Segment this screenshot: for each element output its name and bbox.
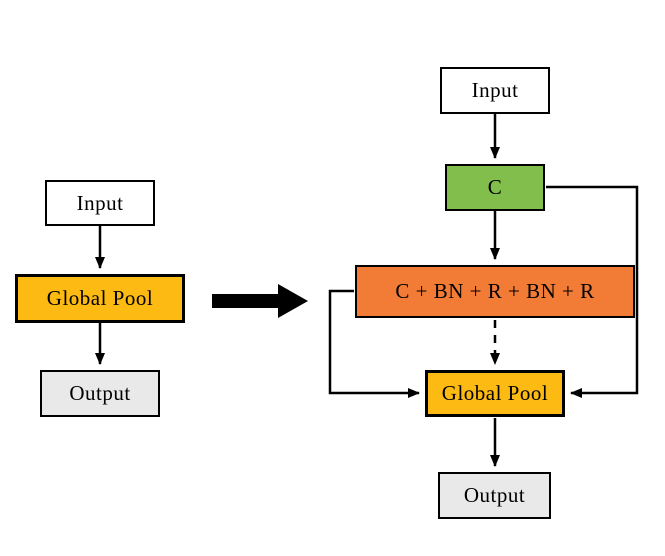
transform-arrow xyxy=(212,284,308,318)
left-output-node: Output xyxy=(40,370,160,417)
conv-node: C xyxy=(445,164,545,211)
left-input-node: Input xyxy=(45,180,155,226)
right-input-node: Input xyxy=(440,67,550,114)
right-global-pool-node: Global Pool xyxy=(425,370,565,417)
conv-bn-relu-block-node: C + BN + R + BN + R xyxy=(355,265,635,318)
right-output-node: Output xyxy=(438,472,551,519)
left-global-pool-node: Global Pool xyxy=(15,274,185,323)
